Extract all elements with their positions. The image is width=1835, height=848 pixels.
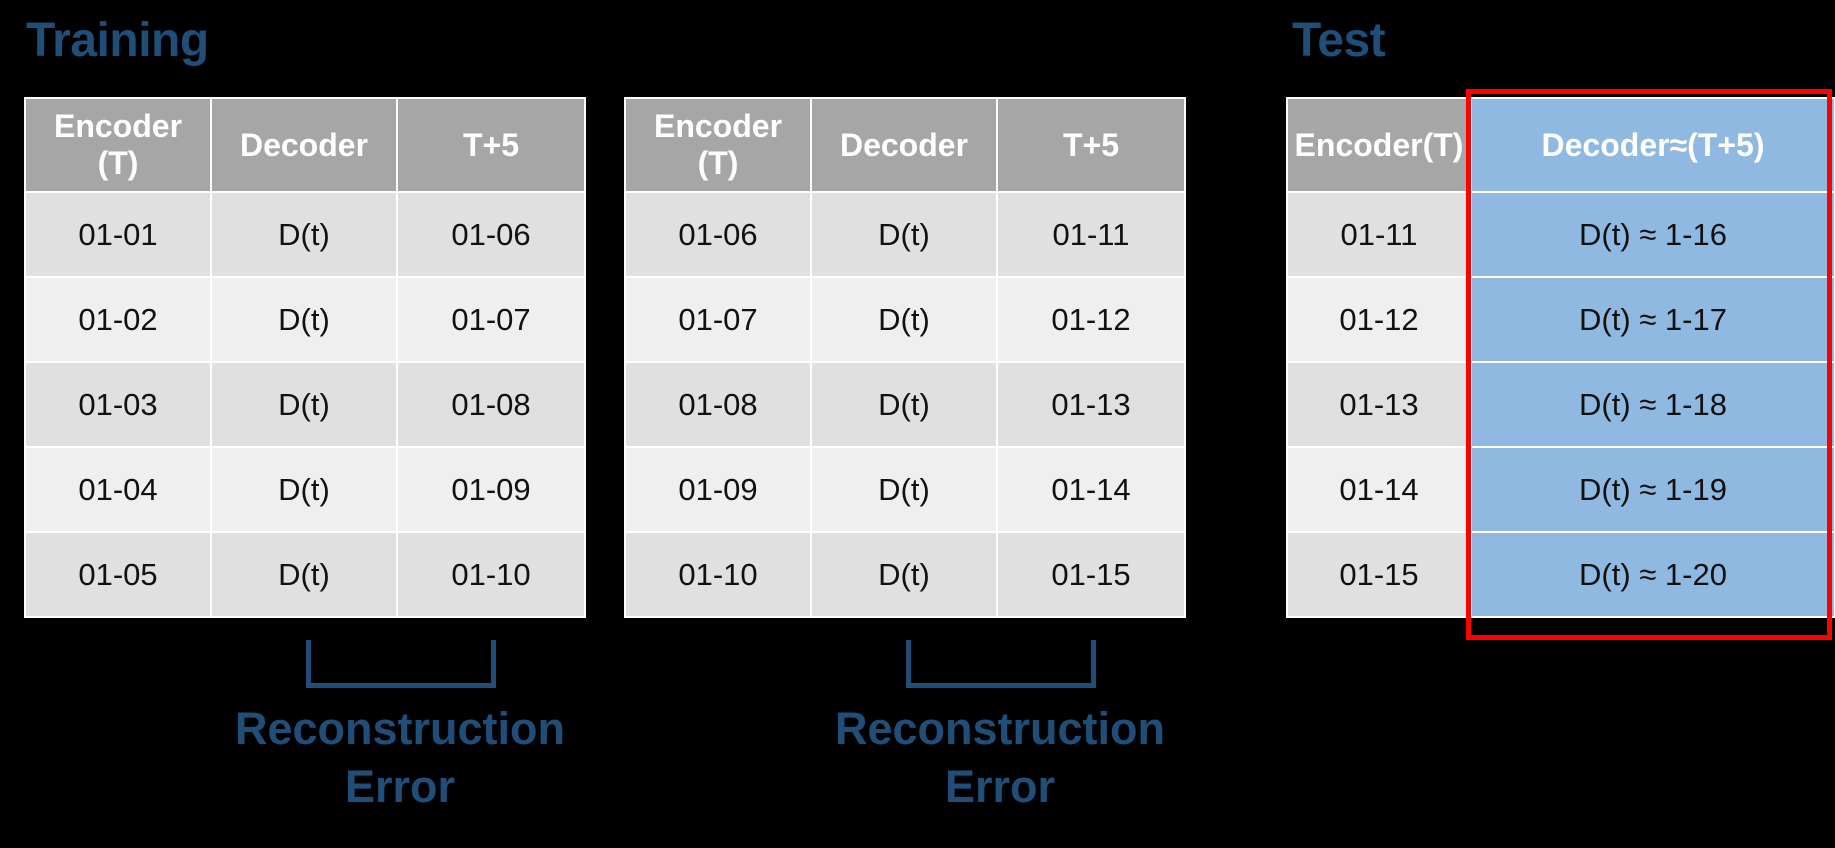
cell-decoder: D(t)	[810, 361, 998, 448]
page-title-training: Training	[26, 14, 209, 67]
cell-decoder-approx: D(t) ≈ 1-16	[1470, 191, 1835, 278]
table-header-row: Encoder(T) Decoder≈(T+5)	[1286, 97, 1835, 193]
cell-decoder: D(t)	[810, 276, 998, 363]
cell-encoder: 01-09	[624, 446, 812, 533]
table-row: 01-13 D(t) ≈ 1-18	[1286, 361, 1835, 448]
table-row: 01-02 D(t) 01-07	[24, 276, 586, 363]
cell-t5: 01-13	[996, 361, 1186, 448]
cell-encoder: 01-04	[24, 446, 212, 533]
table-row: 01-01 D(t) 01-06	[24, 191, 586, 278]
table-row: 01-14 D(t) ≈ 1-19	[1286, 446, 1835, 533]
test-table: Encoder(T) Decoder≈(T+5) 01-11 D(t) ≈ 1-…	[1286, 97, 1835, 618]
cell-decoder-approx: D(t) ≈ 1-20	[1470, 531, 1835, 618]
column-header-encoder-line2: (T)	[97, 145, 139, 181]
cell-decoder: D(t)	[210, 531, 398, 618]
column-header-t5: T+5	[396, 97, 586, 193]
cell-decoder-approx: D(t) ≈ 1-17	[1470, 276, 1835, 363]
cell-encoder: 01-07	[624, 276, 812, 363]
table-row: 01-10 D(t) 01-15	[624, 531, 1186, 618]
cell-encoder: 01-12	[1286, 276, 1472, 363]
cell-decoder: D(t)	[210, 361, 398, 448]
reconstruction-error-bracket	[906, 640, 1096, 688]
column-header-encoder: Encoder (T)	[624, 97, 812, 193]
cell-t5: 01-10	[396, 531, 586, 618]
column-header-t5: T+5	[996, 97, 1186, 193]
reconstruction-error-label-line2: Error	[944, 761, 1056, 812]
cell-t5: 01-11	[996, 191, 1186, 278]
column-header-encoder-line1: Encoder	[653, 108, 783, 144]
reconstruction-error-label-line1: Reconstruction	[234, 703, 566, 754]
cell-decoder: D(t)	[210, 446, 398, 533]
cell-t5: 01-14	[996, 446, 1186, 533]
cell-t5: 01-12	[996, 276, 1186, 363]
cell-decoder: D(t)	[810, 446, 998, 533]
cell-decoder: D(t)	[210, 276, 398, 363]
cell-decoder: D(t)	[810, 531, 998, 618]
table-row: 01-15 D(t) ≈ 1-20	[1286, 531, 1835, 618]
reconstruction-error-label-line1: Reconstruction	[834, 703, 1166, 754]
column-header-encoder: Encoder(T)	[1286, 97, 1472, 193]
reconstruction-error-label-line2: Error	[344, 761, 456, 812]
column-header-encoder-line1: Encoder	[53, 108, 183, 144]
cell-encoder: 01-06	[624, 191, 812, 278]
reconstruction-error-label: Reconstruction Error	[790, 700, 1210, 816]
cell-encoder: 01-15	[1286, 531, 1472, 618]
page-title-test: Test	[1292, 14, 1386, 67]
table-row: 01-11 D(t) ≈ 1-16	[1286, 191, 1835, 278]
training-table-2: Encoder (T) Decoder T+5 01-06 D(t) 01-11…	[624, 97, 1186, 618]
cell-t5: 01-15	[996, 531, 1186, 618]
cell-encoder: 01-02	[24, 276, 212, 363]
table-header-row: Encoder (T) Decoder T+5	[24, 97, 586, 193]
cell-t5: 01-09	[396, 446, 586, 533]
cell-encoder: 01-14	[1286, 446, 1472, 533]
column-header-encoder: Encoder (T)	[24, 97, 212, 193]
cell-t5: 01-08	[396, 361, 586, 448]
table-row: 01-08 D(t) 01-13	[624, 361, 1186, 448]
reconstruction-error-label: Reconstruction Error	[190, 700, 610, 816]
cell-t5: 01-07	[396, 276, 586, 363]
reconstruction-error-bracket	[306, 640, 496, 688]
table-row: 01-12 D(t) ≈ 1-17	[1286, 276, 1835, 363]
cell-encoder: 01-13	[1286, 361, 1472, 448]
cell-encoder: 01-05	[24, 531, 212, 618]
table-row: 01-09 D(t) 01-14	[624, 446, 1186, 533]
cell-encoder: 01-11	[1286, 191, 1472, 278]
table-row: 01-03 D(t) 01-08	[24, 361, 586, 448]
table-row: 01-07 D(t) 01-12	[624, 276, 1186, 363]
cell-encoder: 01-08	[624, 361, 812, 448]
table-header-row: Encoder (T) Decoder T+5	[624, 97, 1186, 193]
cell-t5: 01-06	[396, 191, 586, 278]
cell-encoder: 01-01	[24, 191, 212, 278]
column-header-encoder-line2: (T)	[697, 145, 739, 181]
table-row: 01-05 D(t) 01-10	[24, 531, 586, 618]
column-header-decoder: Decoder	[810, 97, 998, 193]
cell-decoder-approx: D(t) ≈ 1-18	[1470, 361, 1835, 448]
column-header-decoder-approx: Decoder≈(T+5)	[1470, 97, 1835, 193]
table-row: 01-04 D(t) 01-09	[24, 446, 586, 533]
table-row: 01-06 D(t) 01-11	[624, 191, 1186, 278]
cell-encoder: 01-10	[624, 531, 812, 618]
cell-encoder: 01-03	[24, 361, 212, 448]
training-table-1: Encoder (T) Decoder T+5 01-01 D(t) 01-06…	[24, 97, 586, 618]
cell-decoder-approx: D(t) ≈ 1-19	[1470, 446, 1835, 533]
cell-decoder: D(t)	[210, 191, 398, 278]
cell-decoder: D(t)	[810, 191, 998, 278]
column-header-decoder: Decoder	[210, 97, 398, 193]
